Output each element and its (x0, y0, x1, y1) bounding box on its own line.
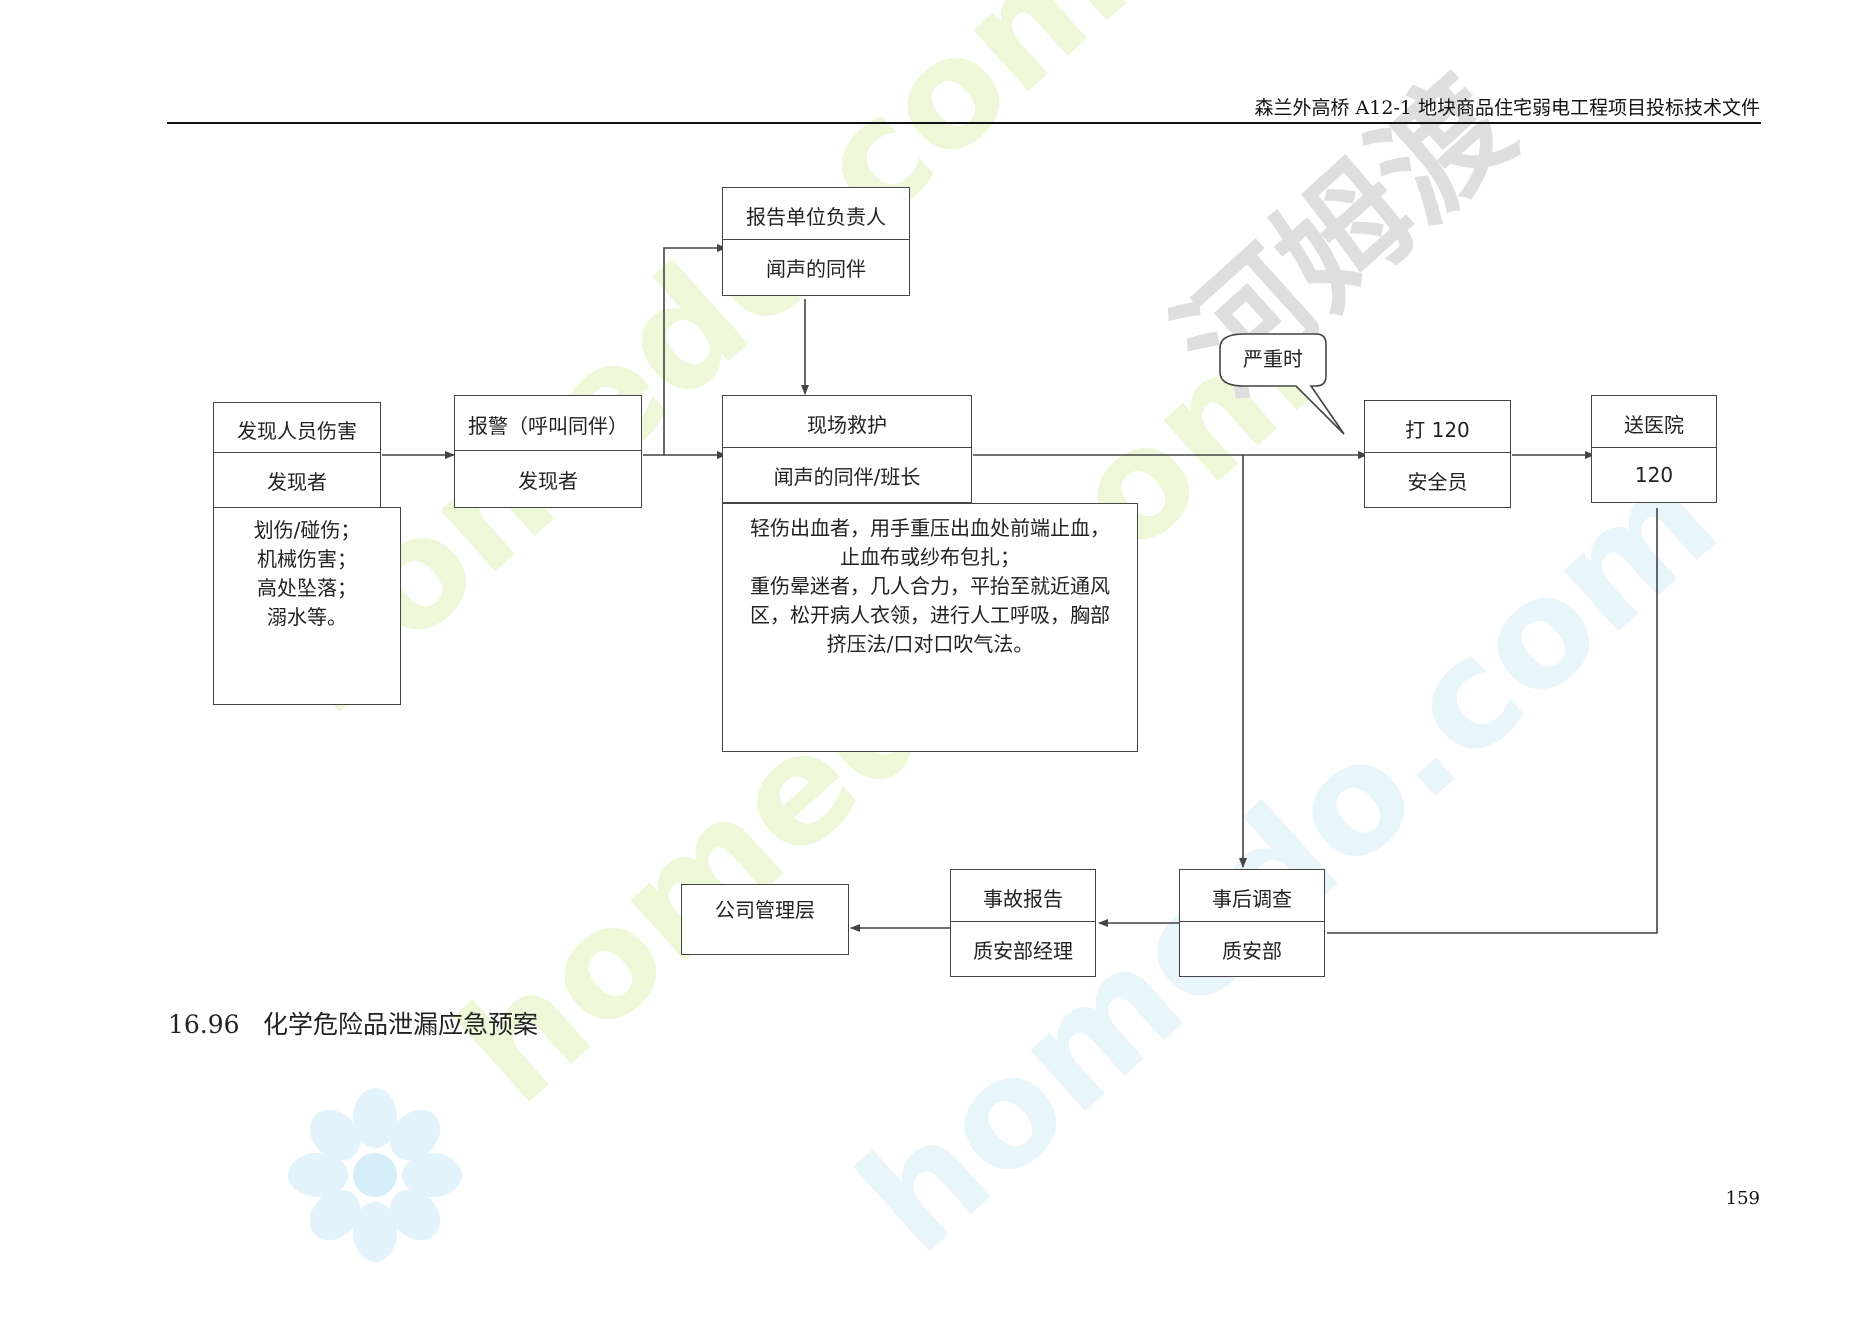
arrow-hospital-to-investigate (1327, 508, 1658, 934)
injury-type-item: 高处坠落； (257, 576, 357, 600)
node-alarm-role: 发现者 (455, 450, 641, 507)
section-number: 16.96 (168, 1010, 240, 1039)
node-investigate: 事后调查 质安部 (1179, 869, 1325, 977)
node-accident-report: 事故报告 质安部经理 (950, 869, 1096, 977)
injury-type-item: 溺水等。 (267, 605, 347, 629)
rescue-note-line: 挤压法/口对口吹气法。 (826, 632, 1034, 656)
node-investigate-role: 质安部 (1180, 921, 1324, 976)
injury-types-note: 划伤/碰伤； 机械伤害； 高处坠落； 溺水等。 (213, 507, 401, 705)
node-discover-title: 发现人员伤害 (237, 418, 357, 443)
node-management-title: 公司管理层 (715, 897, 815, 922)
rescue-note-line: 区，松开病人衣领，进行人工呼吸，胸部 (750, 603, 1110, 627)
rescue-note-line: 止血布或纱布包扎； (840, 545, 1020, 569)
node-discover-role: 发现者 (214, 452, 380, 507)
node-accident-report-title: 事故报告 (983, 886, 1063, 911)
node-alarm: 报警（呼叫同伴） 发现者 (454, 395, 642, 508)
node-call120-title: 打 120 (1405, 417, 1470, 442)
node-report-unit: 报告单位负责人 闻声的同伴 (722, 187, 910, 296)
node-report-unit-role: 闻声的同伴 (723, 239, 909, 295)
node-accident-report-role: 质安部经理 (951, 921, 1095, 976)
callout-text: 严重时 (1243, 347, 1303, 371)
node-hospital-role: 120 (1592, 447, 1716, 502)
injury-type-item: 机械伤害； (257, 547, 357, 571)
node-report-unit-title: 报告单位负责人 (746, 204, 886, 229)
section-heading: 16.96 化学危险品泄漏应急预案 (168, 1005, 538, 1041)
page-number: 159 (1725, 1188, 1760, 1209)
rescue-note-line: 轻伤出血者，用手重压出血处前端止血， (750, 516, 1110, 540)
node-hospital-title: 送医院 (1624, 412, 1684, 437)
header-rule (167, 122, 1761, 124)
node-management: 公司管理层 (681, 884, 849, 955)
node-hospital: 送医院 120 (1591, 395, 1717, 503)
node-rescue-role: 闻声的同伴/班长 (723, 447, 971, 502)
rescue-notes: 轻伤出血者，用手重压出血处前端止血， 止血布或纱布包扎； 重伤晕迷者，几人合力，… (722, 503, 1138, 752)
node-investigate-title: 事后调查 (1212, 886, 1292, 911)
rescue-note-line: 重伤晕迷者，几人合力，平抬至就近通风 (750, 574, 1110, 598)
header-title: 森兰外高桥 A12-1 地块商品住宅弱电工程项目投标技术文件 (1254, 97, 1761, 119)
injury-type-item: 划伤/碰伤； (253, 518, 361, 542)
node-discover: 发现人员伤害 发现者 (213, 402, 381, 508)
watermark-logo-icon (288, 1088, 462, 1262)
section-title: 化学危险品泄漏应急预案 (263, 1010, 539, 1039)
arrow-alarm-to-report-unit (663, 244, 727, 455)
node-call120: 打 120 安全员 (1364, 400, 1511, 508)
node-alarm-title: 报警（呼叫同伴） (468, 414, 628, 438)
node-rescue: 现场救护 闻声的同伴/班长 (722, 395, 972, 503)
node-rescue-title: 现场救护 (807, 412, 887, 437)
node-call120-role: 安全员 (1365, 452, 1510, 507)
